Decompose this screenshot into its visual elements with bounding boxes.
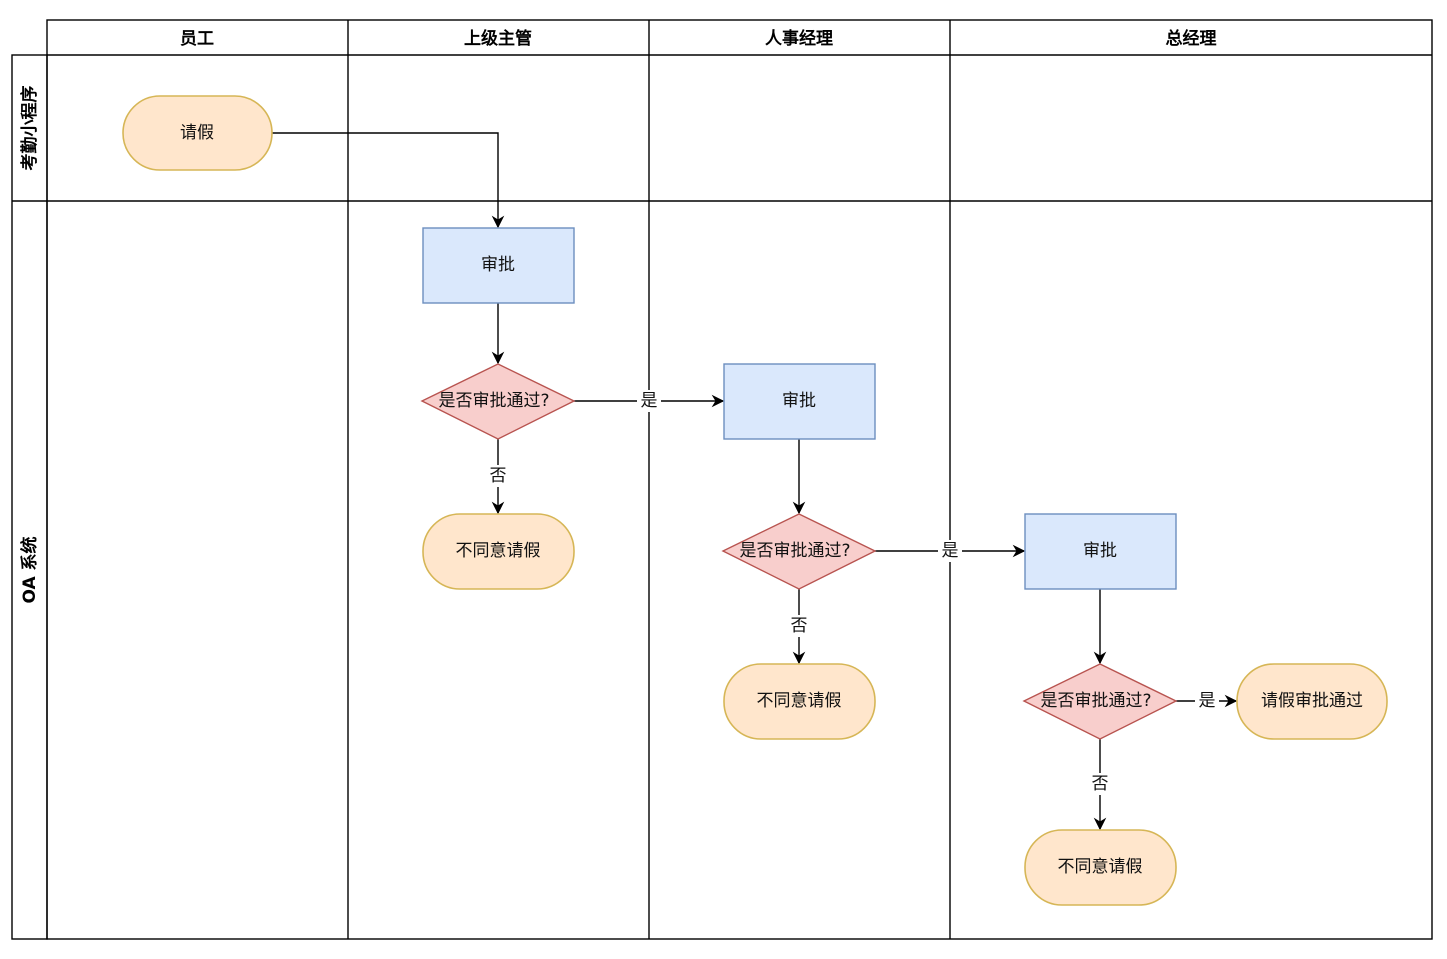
node-reject-supervisor[interactable]: 不同意请假 — [422, 513, 575, 590]
row-header-oa-system: OA 系统 — [19, 536, 40, 603]
column-header-general-manager: 总经理 — [1166, 28, 1217, 49]
node-decision-supervisor[interactable]: 是否审批通过? — [420, 363, 576, 440]
node-approve-gm-label: 审批 — [1083, 541, 1117, 561]
node-reject-gm-label: 不同意请假 — [1058, 857, 1143, 877]
node-start[interactable]: 请假 — [122, 95, 273, 171]
pool-frame — [11, 19, 1433, 940]
node-decision-hr-label: 是否审批通过? — [739, 541, 850, 561]
node-decision-gm[interactable]: 是否审批通过? — [1022, 663, 1178, 740]
node-reject-supervisor-label: 不同意请假 — [456, 541, 541, 561]
column-header-hr-manager: 人事经理 — [765, 28, 833, 49]
edge-label-yes-1: 是 — [641, 391, 658, 411]
edge-label-no-2: 否 — [791, 616, 808, 636]
column-header-supervisor: 上级主管 — [464, 28, 532, 49]
node-success[interactable]: 请假审批通过 — [1236, 663, 1388, 740]
column-header-employee: 员工 — [180, 29, 214, 49]
node-success-label: 请假审批通过 — [1261, 691, 1363, 711]
node-approve-gm[interactable]: 审批 — [1024, 513, 1177, 590]
node-decision-gm-label: 是否审批通过? — [1040, 691, 1151, 711]
node-reject-gm[interactable]: 不同意请假 — [1024, 829, 1177, 906]
node-approve-hr-label: 审批 — [782, 391, 816, 411]
edge-label-no-1: 否 — [490, 466, 507, 486]
node-decision-supervisor-label: 是否审批通过? — [438, 391, 549, 411]
node-approve-supervisor[interactable]: 审批 — [422, 227, 575, 304]
node-approve-hr[interactable]: 审批 — [723, 363, 876, 440]
node-reject-hr[interactable]: 不同意请假 — [723, 663, 876, 740]
edge-label-yes-2: 是 — [942, 541, 959, 561]
edge-start-to-approve1 — [272, 132, 505, 229]
node-reject-hr-label: 不同意请假 — [757, 691, 842, 711]
edge-label-yes-3: 是 — [1199, 691, 1216, 711]
node-decision-hr[interactable]: 是否审批通过? — [721, 513, 877, 590]
node-start-label: 请假 — [180, 123, 214, 143]
edge-label-no-3: 否 — [1092, 774, 1109, 794]
row-header-attendance-app: 考勤小程序 — [19, 86, 40, 172]
node-approve-supervisor-label: 审批 — [481, 255, 515, 275]
